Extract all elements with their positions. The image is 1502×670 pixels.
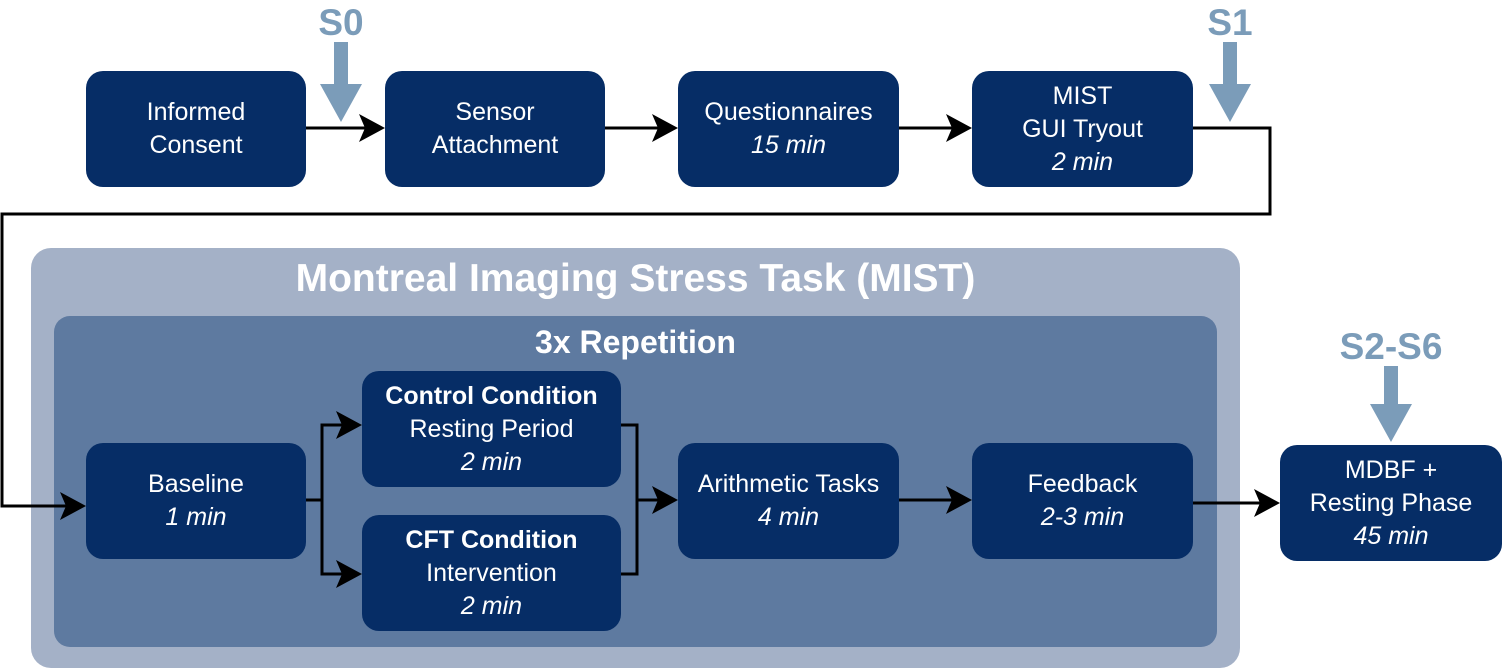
node-title: CFT Condition <box>405 525 578 554</box>
node-label: Questionnaires <box>704 98 873 126</box>
node-label: GUI Tryout <box>1022 114 1143 143</box>
arrowhead <box>336 411 362 439</box>
arrowhead <box>60 492 86 520</box>
s2-s6-down-arrow <box>1370 366 1412 442</box>
node-label: Baseline <box>148 470 244 498</box>
node-questionnaires: Questionnaires 15 min <box>678 71 899 187</box>
node-cft-condition: CFT Condition Intervention 2 min <box>362 515 621 631</box>
node-baseline: Baseline 1 min <box>86 443 306 559</box>
node-duration: 2 min <box>1051 147 1114 176</box>
node-arithmetic-tasks: Arithmetic Tasks 4 min <box>678 443 899 559</box>
node-duration: 2-3 min <box>1040 503 1125 531</box>
arrowhead <box>652 486 678 514</box>
connector-control-merge <box>621 423 658 502</box>
stage-marker-s2-s6: S2-S6 <box>1339 326 1443 367</box>
arrowhead <box>946 114 972 142</box>
node-duration: 2 min <box>460 591 523 620</box>
node-label: Intervention <box>426 558 557 587</box>
stage-marker-s0: S0 <box>318 2 364 43</box>
connector-baseline-split <box>306 423 342 502</box>
connector-cft-merge <box>621 500 639 576</box>
node-label: Feedback <box>1027 470 1138 498</box>
arrowhead <box>946 486 972 514</box>
mist-group-title: Montreal Imaging Stress Task (MIST) <box>295 257 976 300</box>
node-label: Sensor <box>455 98 535 126</box>
node-mdbf-resting-phase: MDBF + Resting Phase 45 min <box>1280 445 1502 561</box>
node-informed-consent: Informed Consent <box>86 71 306 187</box>
node-label: Informed <box>146 98 246 126</box>
node-label: MIST <box>1052 81 1113 110</box>
s0-down-arrow <box>320 42 362 122</box>
node-label: Resting Period <box>409 414 574 443</box>
node-sensor-attachment: Sensor Attachment <box>385 71 605 187</box>
node-label: Attachment <box>431 131 559 159</box>
node-duration: 2 min <box>460 447 523 476</box>
connector-gui-to-baseline <box>0 126 1272 508</box>
node-label: Consent <box>149 131 243 159</box>
node-label: Arithmetic Tasks <box>697 470 880 498</box>
s1-down-arrow <box>1209 42 1251 122</box>
node-label: MDBF + <box>1344 455 1438 484</box>
arrowhead <box>336 560 362 588</box>
node-label: Resting Phase <box>1309 488 1473 517</box>
node-duration: 1 min <box>165 503 227 531</box>
node-duration: 45 min <box>1353 521 1429 550</box>
stage-marker-s1: S1 <box>1207 2 1253 43</box>
arrowhead <box>652 114 678 142</box>
node-title: Control Condition <box>385 381 598 410</box>
connector-baseline-split-lower <box>320 500 342 576</box>
arrowhead <box>1254 489 1280 517</box>
repetition-group-title: 3x Repetition <box>535 324 736 360</box>
arrowhead <box>359 114 385 142</box>
node-control-condition: Control Condition Resting Period 2 min <box>362 371 621 487</box>
node-duration: 15 min <box>750 131 827 159</box>
node-mist-gui-tryout: MIST GUI Tryout 2 min <box>972 71 1193 187</box>
node-duration: 4 min <box>757 503 820 531</box>
node-feedback: Feedback 2-3 min <box>972 443 1193 559</box>
